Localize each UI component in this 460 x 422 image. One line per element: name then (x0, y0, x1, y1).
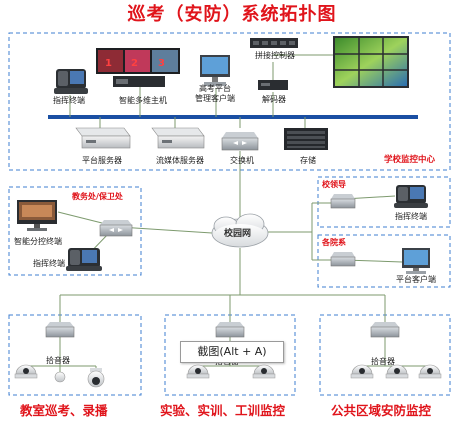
stream-server-label: 流媒体服务器 (156, 156, 204, 165)
lab-switch-icon (215, 322, 245, 338)
storage-icon (284, 128, 328, 150)
public-dome-camera-2-icon (385, 364, 409, 379)
leader-box-label: 校领导 (322, 180, 346, 189)
storage-label: 存储 (300, 156, 316, 165)
campus-network-label: 校园网 (224, 229, 252, 239)
platform-server-icon (75, 127, 131, 149)
smart-host-label: 智能多维主机 (119, 96, 167, 105)
leader-box (317, 176, 451, 228)
svg-text:2: 2 (131, 58, 138, 69)
smart-host-icon: 1 2 3 (96, 48, 180, 87)
dept-client-label: 平台客户端 (396, 275, 436, 284)
smart-control-terminal-label: 智能分控终端 (14, 237, 62, 246)
public-dome-camera-1-icon (350, 364, 374, 379)
left-box-label: 教务处/保卫处 (72, 192, 123, 201)
classroom-pickup-label: 拾音器 (46, 356, 70, 365)
stream-server-icon (151, 127, 205, 149)
exam-client-label-line1: 高考平台 (199, 84, 231, 93)
lab-dome-camera-1-icon (186, 364, 210, 379)
command-terminal-icon (54, 69, 88, 94)
leader-command-terminal-icon (394, 185, 428, 208)
public-caption: 公共区域安防监控 (331, 403, 432, 418)
dept-box (317, 234, 451, 288)
splice-controller-label: 拼接控制器 (255, 51, 295, 60)
exam-client-icon (200, 55, 230, 86)
decoder-icon (258, 80, 288, 90)
exam-client-label-line2: 管理客户端 (195, 94, 235, 103)
left-office-box (8, 186, 142, 276)
campus-network-cloud (211, 213, 269, 248)
svg-text:1: 1 (105, 58, 112, 69)
public-pickup-label: 拾音器 (371, 357, 395, 366)
platform-server-label: 平台服务器 (82, 156, 122, 165)
central-box-label: 学校监控中心 (384, 155, 436, 165)
classroom-dome-camera-icon (14, 364, 38, 379)
video-wall-icon (333, 36, 409, 88)
lab-dome-camera-2-icon (252, 364, 276, 379)
splice-controller-icon (250, 38, 298, 48)
screenshot-shortcut-tooltip: 截图(Alt + A) (180, 341, 284, 363)
left-command-terminal-label: 指挥终端 (33, 259, 65, 268)
left-command-terminal-icon (66, 248, 102, 271)
left-switch-icon (99, 220, 133, 237)
classroom-ptz-camera-icon (87, 368, 105, 388)
public-switch-icon (370, 322, 400, 338)
lab-caption: 实验、实训、工训监控 (160, 403, 286, 418)
dept-switch-icon (330, 252, 356, 267)
dept-client-pc-icon (402, 248, 430, 274)
page-title: 巡考（安防）系统拓扑图 (127, 4, 337, 25)
classroom-box (8, 314, 142, 396)
central-box (8, 32, 451, 171)
leader-terminal-label: 指挥终端 (395, 212, 427, 221)
central-command-terminal-label: 指挥终端 (53, 96, 85, 105)
smart-control-terminal-icon (17, 200, 57, 231)
classroom-switch-icon (45, 322, 75, 338)
public-dome-camera-3-icon (418, 364, 442, 379)
svg-text:3: 3 (158, 58, 165, 69)
core-switch-icon (221, 132, 259, 151)
dept-box-label: 各院系 (322, 238, 346, 247)
classroom-caption: 教室巡考、录播 (20, 403, 108, 418)
decoder-label: 解码器 (262, 95, 286, 104)
leader-switch-icon (330, 194, 356, 209)
classroom-pickup-icon (54, 371, 66, 383)
core-switch-label: 交换机 (230, 156, 254, 165)
